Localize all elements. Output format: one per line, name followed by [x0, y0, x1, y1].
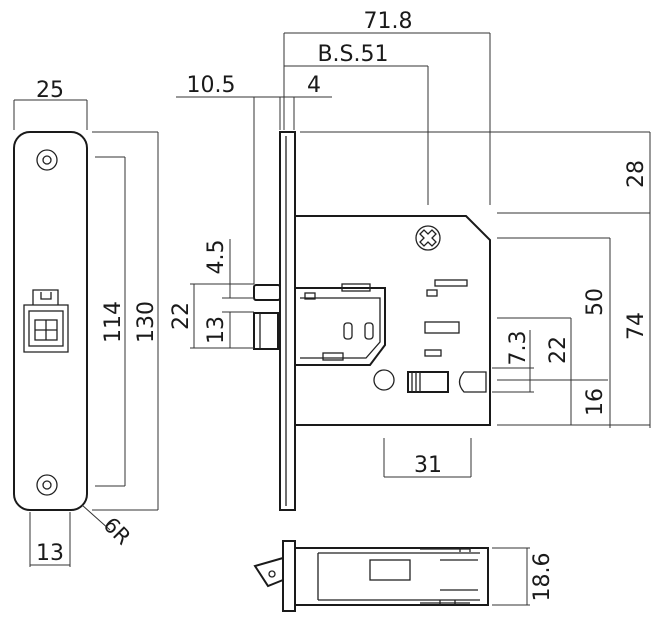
- dim-overall-depth: 71.8: [364, 9, 413, 34]
- dim-faceplate-thickness: 10.5: [187, 73, 236, 98]
- faceplate-outline: [13, 131, 88, 511]
- dim-backset: B.S.51: [317, 42, 388, 67]
- dim-forend-offset: 4: [307, 73, 321, 98]
- dim-strike-width: 13: [36, 541, 64, 566]
- dim-body-height-total: 74: [624, 312, 649, 340]
- dim-bolt-height: 13: [204, 316, 229, 344]
- latch-tongue: [253, 284, 281, 301]
- faceplate-front-view: [13, 131, 88, 511]
- lock-case: [295, 215, 491, 426]
- dim-hub-spacing: 31: [414, 453, 442, 478]
- deadbolt: [253, 312, 279, 350]
- dim-bottom-offset: 16: [583, 388, 608, 416]
- dim-latch-height: 4.5: [204, 240, 229, 275]
- dim-hub-offset: 22: [546, 336, 571, 364]
- dim-case-depth: 18.6: [530, 553, 555, 602]
- forend-plate: [279, 131, 296, 511]
- case-top-body: [294, 547, 489, 606]
- dim-spindle-span: 22: [169, 302, 194, 330]
- dim-plate-height: 130: [134, 301, 159, 343]
- lock-body-side-view: [253, 131, 491, 511]
- case-top-forend: [282, 540, 296, 612]
- dim-corner-radius: 6R: [99, 513, 136, 550]
- dim-top-offset: 28: [624, 160, 649, 188]
- dim-body-height-upper: 50: [583, 288, 608, 316]
- dim-faceplate-width: 25: [36, 78, 64, 103]
- hub-follower: [407, 371, 449, 393]
- dim-screw-centers: 114: [101, 301, 126, 343]
- dim-hub-size: 7.3: [506, 331, 531, 366]
- latch-window: [23, 304, 69, 353]
- lock-case-top-view: [253, 540, 489, 612]
